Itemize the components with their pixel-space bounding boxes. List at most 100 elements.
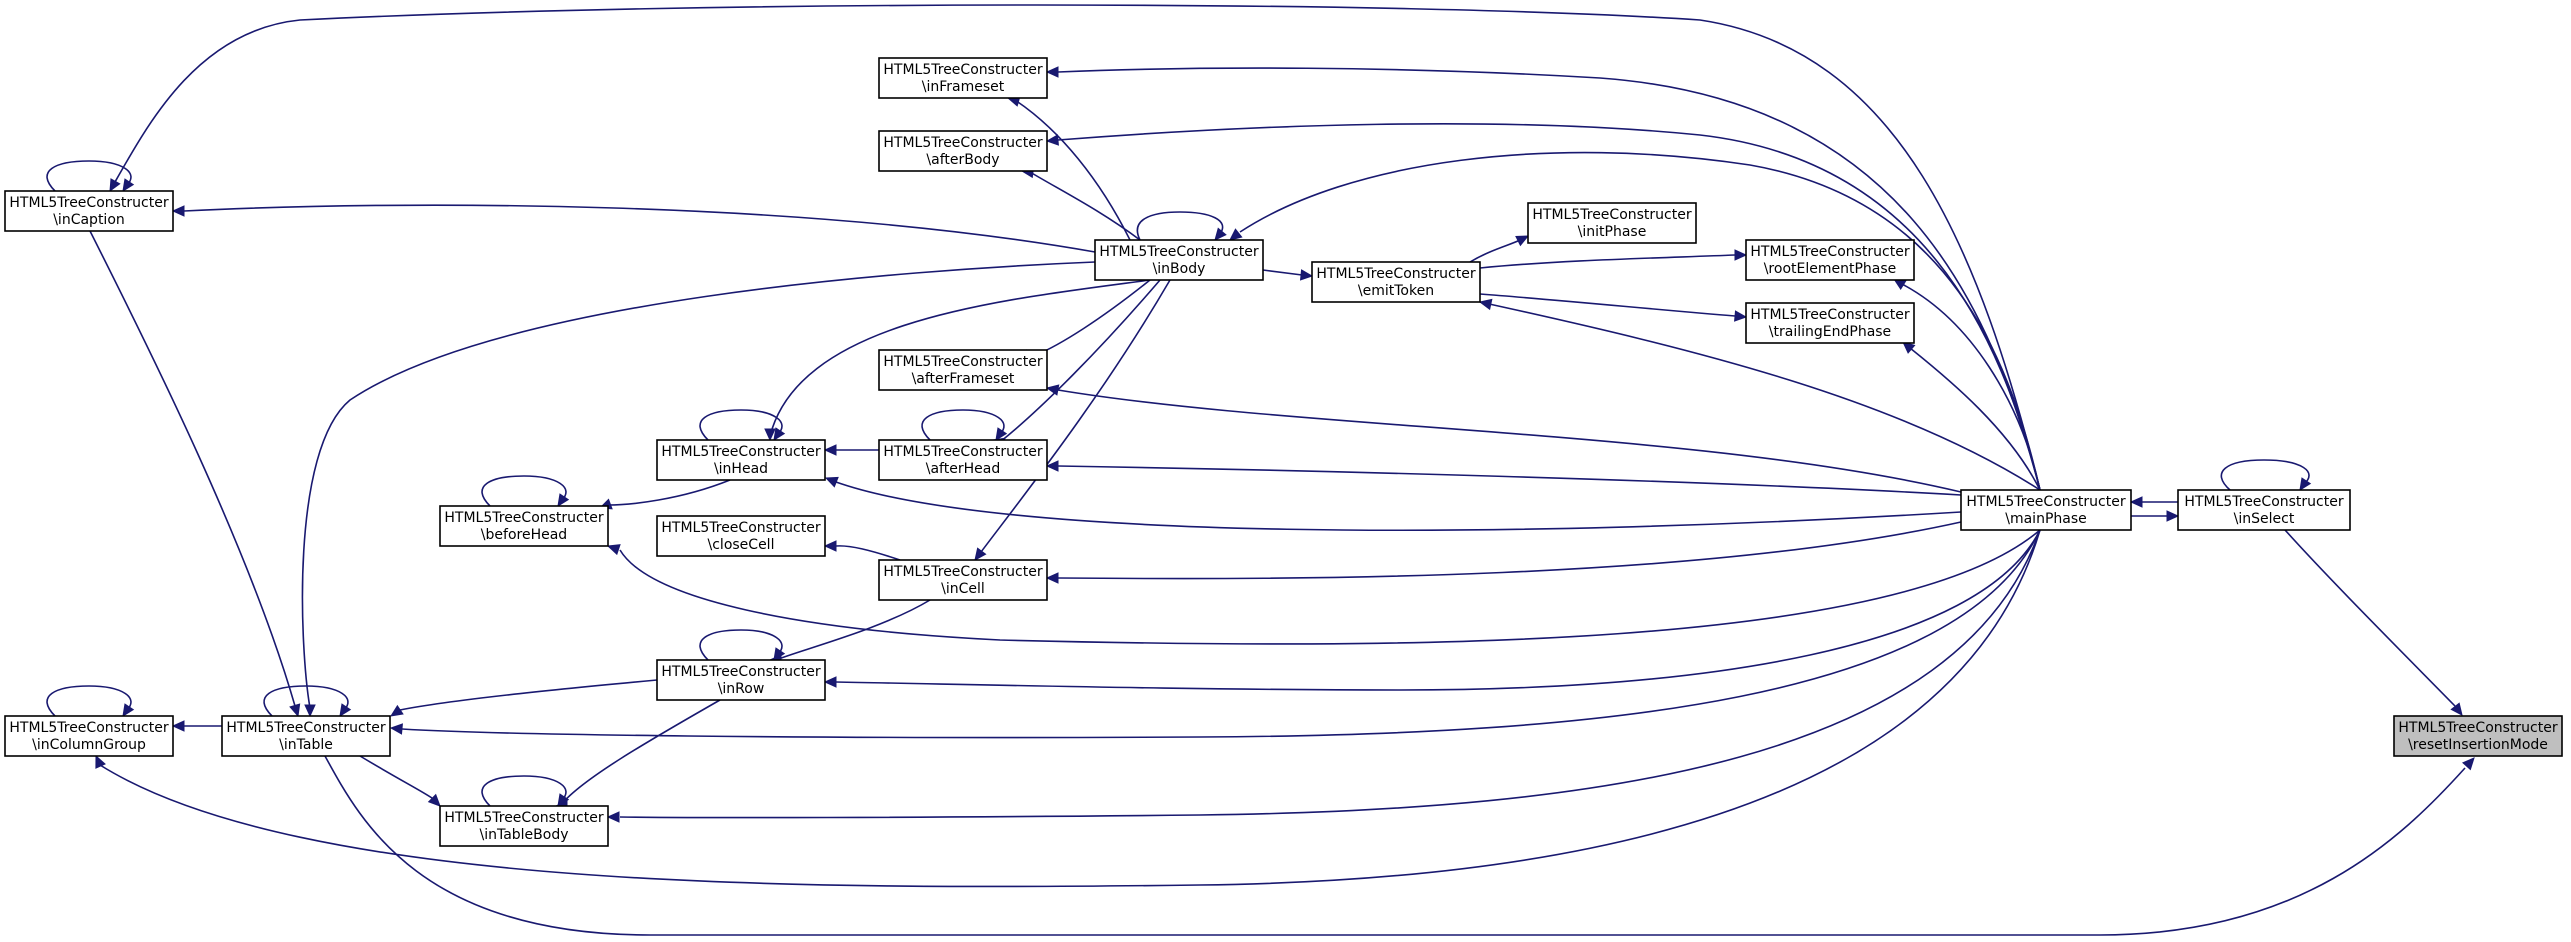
node-rootElementPhase[interactable]: HTML5TreeConstructer\rootElementPhase [1745,239,1915,281]
node-trailingEndPhase[interactable]: HTML5TreeConstructer\trailingEndPhase [1745,302,1915,344]
node-label-method: \afterHead [926,461,1000,477]
node-inBody[interactable]: HTML5TreeConstructer\inBody [1094,239,1264,281]
edge-beforeHead-to-beforeHead [481,475,567,507]
node-label-class: HTML5TreeConstructer [2184,494,2343,510]
node-label-method: \closeCell [708,537,775,553]
node-inTable[interactable]: HTML5TreeConstructer\inTable [221,715,391,757]
node-inSelect[interactable]: HTML5TreeConstructer\inSelect [2177,489,2351,531]
arrowhead-afterHead-to-afterHead [995,427,1008,442]
edge-inBody-to-inTable [301,261,1096,709]
node-box [1960,489,2132,531]
node-inCell[interactable]: HTML5TreeConstructer\inCell [878,559,1048,601]
node-afterHead[interactable]: HTML5TreeConstructer\afterHead [878,439,1048,481]
node-label-method: \inCell [941,581,985,597]
edge-inCell-to-inRow [775,599,931,661]
edge-inBody-to-afterBody [1029,171,1141,241]
node-inCaption[interactable]: HTML5TreeConstructer\inCaption [4,190,174,232]
node-label-method: \resetInsertionMode [2408,737,2548,753]
node-label-method: \inColumnGroup [32,737,146,753]
node-label-method: \afterBody [926,152,999,168]
node-label-method: \inFrameset [922,79,1005,95]
edge-inSelect-to-resetInsertionMode [2284,529,2456,707]
node-box [1527,202,1697,244]
node-inHead[interactable]: HTML5TreeConstructer\inHead [656,439,826,481]
node-closeCell[interactable]: HTML5TreeConstructer\closeCell [656,515,826,557]
edge-mainPhase-to-afterHead [1057,465,1962,496]
edge-inBody-to-afterFrameset [1035,279,1151,356]
node-inFrameset[interactable]: HTML5TreeConstructer\inFrameset [878,57,1048,99]
node-label-method: \inTableBody [479,827,568,843]
edge-emitToken-to-initPhase [1469,239,1521,263]
node-label-class: HTML5TreeConstructer [883,354,1042,370]
arrowhead-beforeHead-to-beforeHead [557,493,570,508]
edge-mainPhase-to-inCell [1057,521,1962,580]
edge-inBody-to-afterHead [999,279,1161,443]
arrowhead-mainPhase-to-inCaption [109,178,121,193]
edge-afterHead-to-afterHead [921,409,1005,441]
node-emitToken[interactable]: HTML5TreeConstructer\emitToken [1311,261,1481,303]
node-label-method: \mainPhase [2005,511,2087,527]
edge-mainPhase-to-inColumnGroup [99,529,2041,888]
edge-inCaption-to-inCaption [46,160,132,192]
node-inTableBody[interactable]: HTML5TreeConstructer\inTableBody [439,805,609,847]
arrowhead-mainPhase-to-inFrameset [1045,66,1059,78]
arrowhead-mainPhase-to-afterBody [1045,134,1059,146]
edge-mainPhase-to-emitToken [1479,301,2041,491]
arrowhead-inTable-to-resetInsertionMode [2462,757,2475,771]
node-initPhase[interactable]: HTML5TreeConstructer\initPhase [1527,202,1697,244]
edge-inBody-to-inBody [1136,211,1224,241]
arrowhead-emitToken-to-rootElementPhase [1734,249,1748,261]
edge-inRow-to-inTableBody [559,699,721,807]
edge-mainPhase-to-inTable [401,529,2041,739]
arrowhead-inTable-to-inTableBody [427,793,441,807]
node-box [1094,239,1264,281]
edge-inTable-to-inTableBody [359,755,433,799]
arrowhead-mainPhase-to-afterHead [1045,460,1059,472]
edge-mainPhase-to-inRow [835,529,2041,691]
graph-edges [46,4,2475,936]
edge-inBody-to-inHead [769,279,1151,437]
arrowhead-inBody-to-inCaption [171,205,185,217]
arrowhead-inHead-to-inHead [773,427,786,442]
node-label-class: HTML5TreeConstructer [883,135,1042,151]
arrowhead-mainPhase-to-inSelect [2166,510,2180,522]
node-label-method: \rootElementPhase [1764,261,1897,277]
node-label-method: \inSelect [2234,511,2295,527]
node-box [656,439,826,481]
node-label-class: HTML5TreeConstructer [1532,207,1691,223]
node-box [4,190,174,232]
node-label-method: \inCaption [53,212,125,228]
node-afterBody[interactable]: HTML5TreeConstructer\afterBody [878,130,1048,172]
node-box [878,559,1048,601]
node-box [439,805,609,847]
node-beforeHead[interactable]: HTML5TreeConstructer\beforeHead [439,505,609,547]
node-inRow[interactable]: HTML5TreeConstructer\inRow [656,659,826,701]
node-box [878,349,1048,391]
node-label-method: \initPhase [1578,224,1647,240]
arrowhead-afterHead-to-inHead [823,444,837,456]
node-box [878,57,1048,99]
edge-mainPhase-to-trailingEndPhase [1909,347,2041,491]
node-label-class: HTML5TreeConstructer [2398,720,2557,736]
node-label-class: HTML5TreeConstructer [661,664,820,680]
arrowhead-inTable-to-inTable [339,703,352,718]
node-resetInsertionMode[interactable]: HTML5TreeConstructer\resetInsertionMode [2393,715,2563,757]
node-label-class: HTML5TreeConstructer [661,444,820,460]
node-inColumnGroup[interactable]: HTML5TreeConstructer\inColumnGroup [4,715,174,757]
edge-inHead-to-inHead [699,409,783,441]
node-box [656,659,826,701]
arrowhead-inBody-to-inCell [974,547,987,561]
edge-inHead-to-beforeHead [607,479,731,506]
edge-inRow-to-inRow [699,629,783,661]
arrowhead-inBody-to-inBody [1214,227,1227,241]
edge-mainPhase-to-inHead [835,481,1962,532]
arrowhead-mainPhase-to-inTable [389,723,403,735]
node-mainPhase[interactable]: HTML5TreeConstructer\mainPhase [1960,489,2132,531]
node-label-class: HTML5TreeConstructer [9,720,168,736]
node-label-class: HTML5TreeConstructer [226,720,385,736]
node-afterFrameset[interactable]: HTML5TreeConstructer\afterFrameset [878,349,1048,391]
node-label-class: HTML5TreeConstructer [661,520,820,536]
edge-inRow-to-inTable [399,679,658,711]
node-box [1745,302,1915,344]
node-label-class: HTML5TreeConstructer [883,62,1042,78]
